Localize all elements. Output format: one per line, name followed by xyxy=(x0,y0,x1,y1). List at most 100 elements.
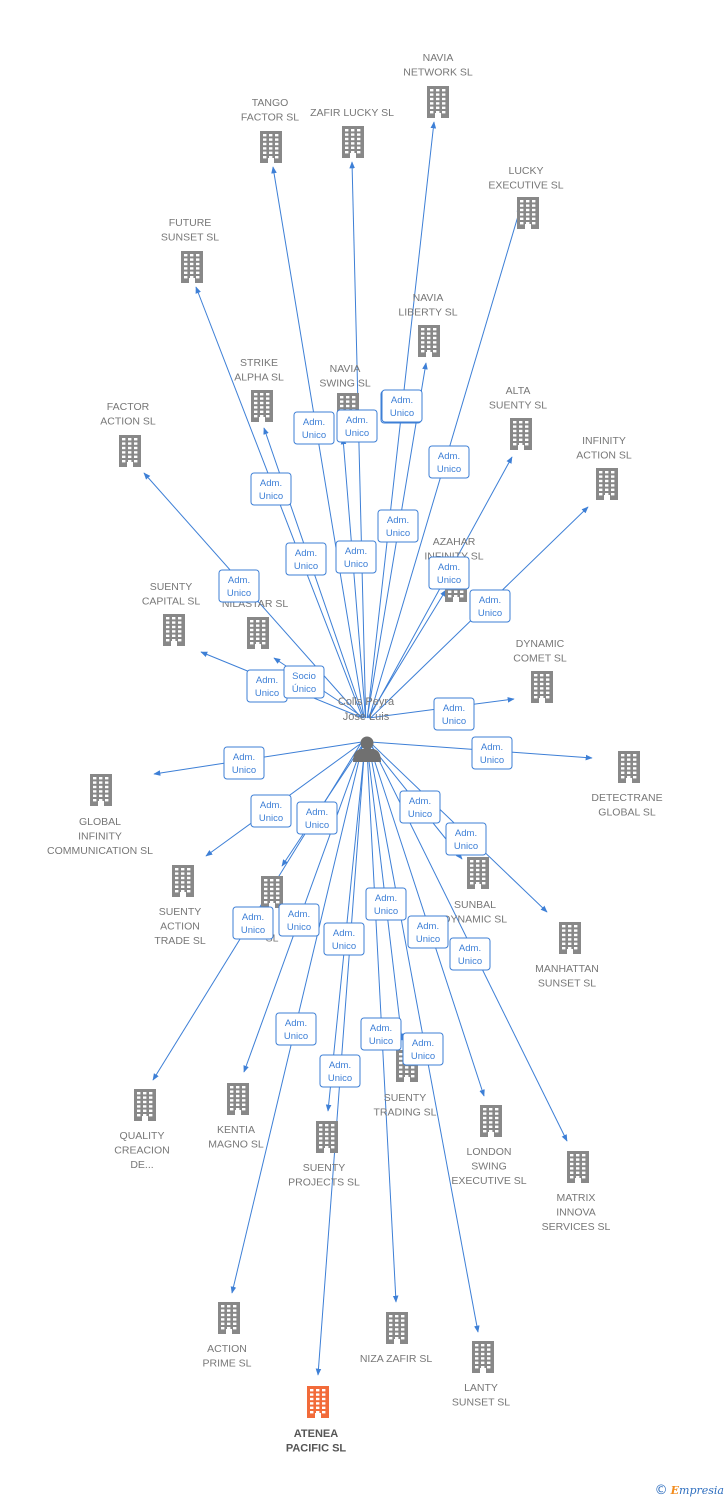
company-name-line: SUENTY xyxy=(150,581,193,593)
role-badge-london-swing: Adm.Unico xyxy=(407,915,449,949)
role-badge-manhattan-sunset: Adm.Unico xyxy=(445,822,487,856)
company-name-line: SUENTY SL xyxy=(489,400,547,412)
role-text: Unico xyxy=(294,561,318,572)
role-text: Adm. xyxy=(481,742,503,753)
company-name-line: NAVIA xyxy=(423,52,454,64)
company-node-nilastar[interactable]: NILASTAR SL xyxy=(222,598,288,649)
center-person-node[interactable]: Colls Peyra Jose Luis xyxy=(338,696,395,762)
company-node-niza-zafir[interactable]: NIZA ZAFIR SL xyxy=(360,1312,433,1365)
role-text: Adm. xyxy=(417,921,439,932)
role-text: Unico xyxy=(442,716,466,727)
copyright-symbol: © xyxy=(654,1483,668,1498)
company-name-line: TANGO xyxy=(252,97,289,109)
building-icon xyxy=(227,1083,249,1115)
role-badge-factor-action: Adm.Unico xyxy=(218,569,260,603)
role-text: Adm. xyxy=(459,943,481,954)
company-name-line: MANHATTAN xyxy=(535,963,599,975)
company-name-line: EXECUTIVE SL xyxy=(488,180,563,192)
company-name-line: TRADE SL xyxy=(154,935,206,947)
role-text: Adm. xyxy=(443,703,465,714)
building-icon xyxy=(418,325,440,357)
role-text: Unico xyxy=(232,765,256,776)
company-node-zafir-lucky[interactable]: ZAFIR LUCKY SL xyxy=(310,107,394,158)
center-name-line-1: Colls Peyra xyxy=(338,696,395,708)
role-badge-atenea-pacific: Adm.Unico xyxy=(319,1054,361,1088)
role-text: Unico xyxy=(480,755,504,766)
role-badge-azahar-infinity: Adm.Unico xyxy=(428,556,470,590)
role-text: Adm. xyxy=(370,1023,392,1034)
role-text: Adm. xyxy=(295,548,317,559)
company-name-line: LUCKY xyxy=(508,165,543,177)
role-badge-global-infinity: Adm. Unico xyxy=(223,746,265,780)
building-icon xyxy=(386,1312,408,1344)
company-node-lucky-executive[interactable]: LUCKY EXECUTIVE SL xyxy=(488,165,564,229)
building-icon xyxy=(567,1151,589,1183)
role-text: Adm. xyxy=(233,752,255,763)
company-name-line: DYNAMIC xyxy=(516,638,565,650)
role-text: Adm. xyxy=(438,451,460,462)
role-text: Unico xyxy=(478,608,502,619)
role-text: Adm. xyxy=(375,893,397,904)
role-badge-navia-liberty: Adm.Unico xyxy=(381,389,423,423)
role-text: Adm. xyxy=(391,395,413,406)
company-name-line: SWING SL xyxy=(319,378,371,390)
role-text: Unico xyxy=(259,813,283,824)
role-badge-navia-swing: Adm.Unico xyxy=(336,409,378,443)
company-name-line: EXECUTIVE SL xyxy=(451,1175,526,1187)
role-badge-tango-factor: Adm.Unico xyxy=(293,411,335,445)
role-badge-infinity-action: Adm.Unico xyxy=(469,589,511,623)
edge-navia-swing xyxy=(340,437,367,719)
role-badge-lucky-executive: Adm.Unico xyxy=(428,445,470,479)
role-text: Unico xyxy=(408,809,432,820)
role-text: Unico xyxy=(227,588,251,599)
building-icon xyxy=(172,865,194,897)
company-name-line: INFINITY xyxy=(78,831,122,843)
role-badge-quality-creacion: Adm.Unico xyxy=(232,906,274,940)
role-text: Adm. xyxy=(346,415,368,426)
building-icon xyxy=(596,468,618,500)
role-badge-suenty-capital: Adm.Unico xyxy=(246,669,288,703)
role-badge-niza-zafir: Adm.Unico xyxy=(360,1017,402,1051)
company-name-line: LIBERTY SL xyxy=(398,307,457,319)
company-name-line: LONDON xyxy=(467,1146,512,1158)
company-node-quality-creacion[interactable]: QUALITYCREACIONDE... xyxy=(114,1089,170,1171)
edge-labels-layer: Adm.UnicoAdm.UnicoAdm.UnicoAdm.UnicoAdm.… xyxy=(218,389,513,1088)
role-badge-dynamic-comet: Adm. Unico xyxy=(433,697,475,731)
building-icon xyxy=(90,774,112,806)
building-icon xyxy=(618,751,640,783)
building-icon xyxy=(163,614,185,646)
role-text: Adm. xyxy=(333,928,355,939)
company-name-line: ACTION xyxy=(160,921,200,933)
building-icon xyxy=(251,390,273,422)
role-badge-suenty-projects: Adm.Unico xyxy=(323,922,365,956)
role-text: Adm. xyxy=(345,546,367,557)
company-name-line: PACIFIC SL xyxy=(286,1443,347,1455)
building-icon xyxy=(316,1121,338,1153)
footer-brand: ©Empresia xyxy=(655,1483,724,1498)
